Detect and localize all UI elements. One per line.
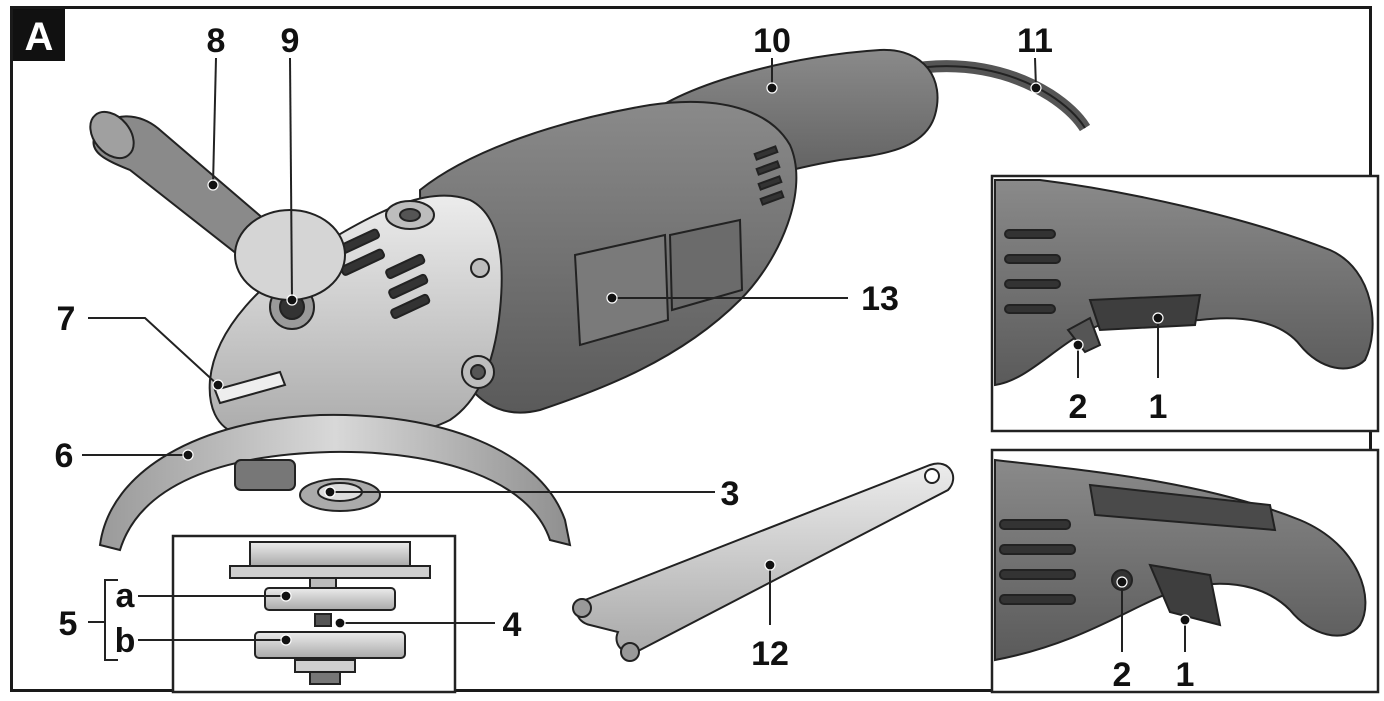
head-vents bbox=[335, 228, 431, 319]
svg-text:A: A bbox=[25, 15, 54, 59]
guard-clamp-lever bbox=[234, 459, 296, 491]
two-pin-wrench bbox=[572, 462, 955, 662]
callout-11: 11 bbox=[1017, 22, 1053, 60]
callout-9: 9 bbox=[281, 22, 300, 60]
leader-lines bbox=[82, 57, 1191, 661]
callout-5a: a bbox=[116, 577, 136, 615]
motor-vents bbox=[753, 145, 785, 206]
callout-labels: 8 9 10 11 7 13 6 3 5 a b 4 12 2 1 2 1 bbox=[55, 22, 1195, 694]
callout-2-bottom: 2 bbox=[1113, 656, 1132, 694]
callout-6: 6 bbox=[55, 437, 74, 475]
callout-1-top: 1 bbox=[1149, 388, 1168, 426]
callout-5: 5 bbox=[59, 605, 78, 643]
callout-3: 3 bbox=[721, 475, 740, 513]
mounting-flange bbox=[264, 587, 396, 611]
callout-2-top: 2 bbox=[1069, 388, 1088, 426]
switch-inset-top bbox=[990, 174, 1380, 433]
callout-12: 12 bbox=[751, 635, 789, 673]
callout-4: 4 bbox=[503, 606, 522, 644]
flange-inset bbox=[171, 534, 457, 694]
on-off-switch-bottom bbox=[1148, 563, 1222, 627]
callout-7: 7 bbox=[57, 300, 76, 338]
callout-13: 13 bbox=[861, 280, 899, 318]
figure-badge: A bbox=[13, 9, 65, 61]
callout-10: 10 bbox=[753, 22, 791, 60]
side-panel bbox=[573, 233, 670, 347]
protective-guard bbox=[98, 413, 572, 552]
logo-plate bbox=[213, 370, 287, 405]
on-off-switch-top bbox=[1088, 293, 1202, 332]
callout-5b: b bbox=[115, 622, 136, 660]
callout-8: 8 bbox=[207, 22, 226, 60]
callout-1-bottom: 1 bbox=[1176, 656, 1195, 694]
angle-grinder bbox=[89, 48, 1091, 552]
clamping-nut-inset bbox=[254, 631, 406, 659]
